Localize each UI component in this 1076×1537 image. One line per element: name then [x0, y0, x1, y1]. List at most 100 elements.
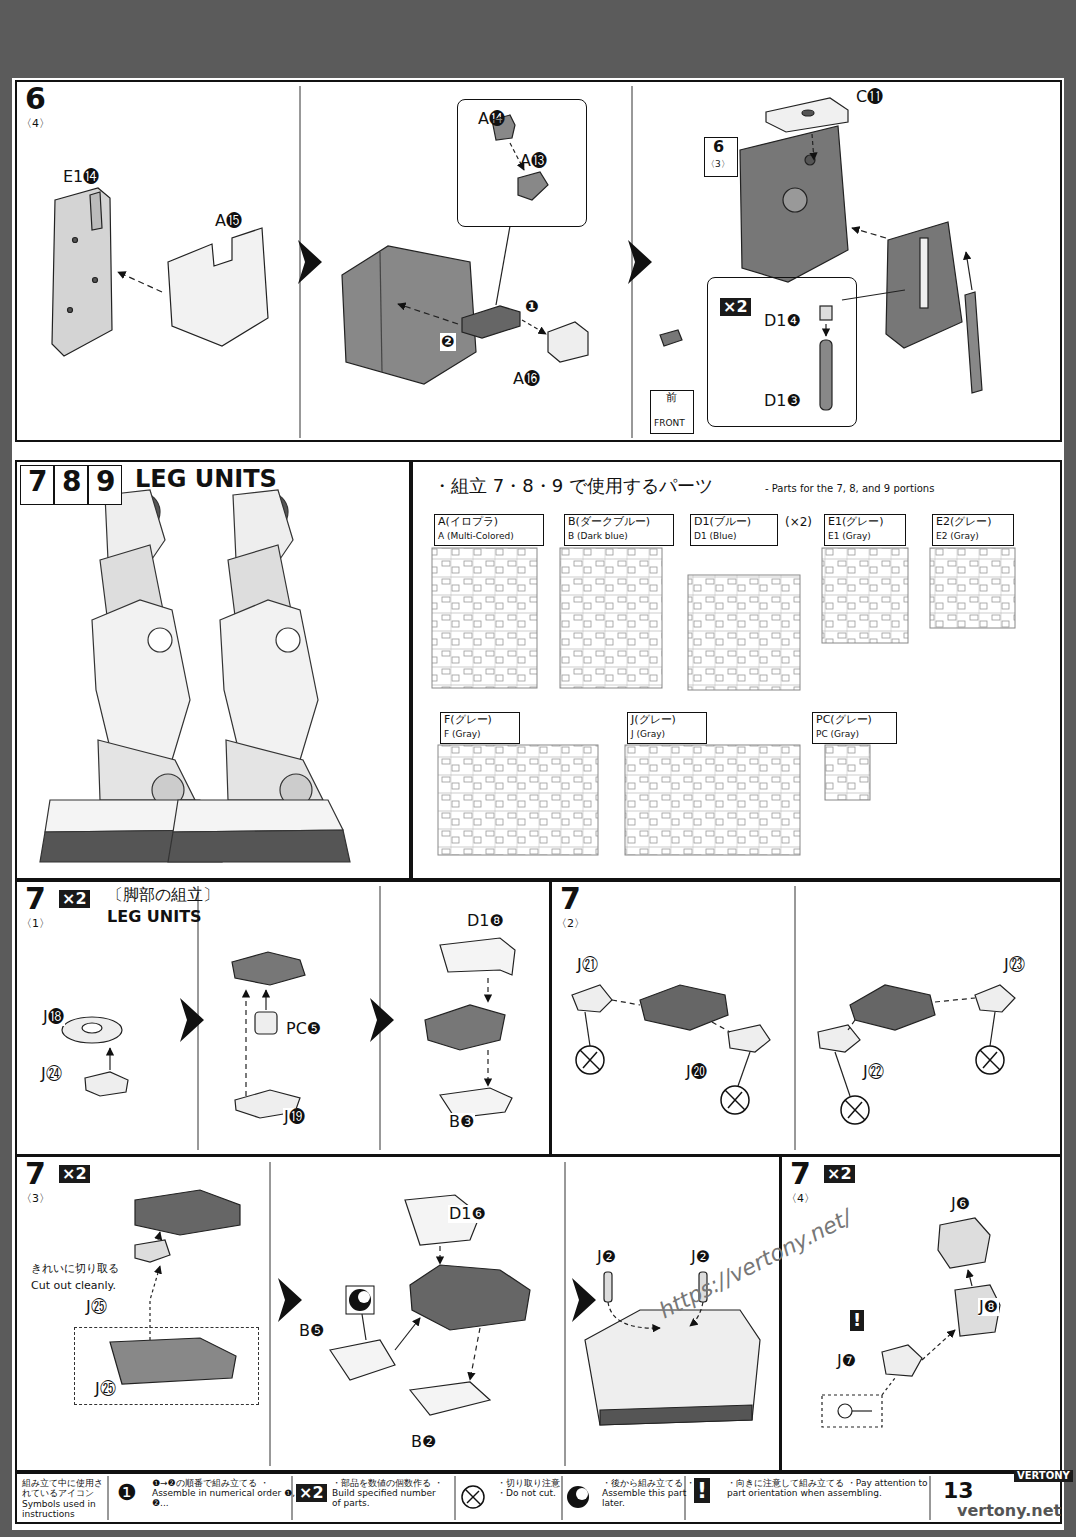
callout-label: ❶	[116, 1480, 138, 1505]
callout-label: ❷	[440, 333, 456, 351]
legend-text: ・部品を数値の個数作る ・Build specified number of p…	[332, 1479, 447, 1509]
front-icon: 前 FRONT	[650, 390, 694, 434]
section-digit: 7	[28, 466, 47, 498]
step-number: ×2	[824, 1165, 855, 1183]
callout-label: !	[850, 1310, 864, 1331]
runner-label: E1(グレー)E1 (Gray)	[824, 514, 906, 546]
callout-label: J⓲	[42, 1008, 65, 1026]
legend-text: ・切り取り注意 ・Do not cut.	[497, 1479, 569, 1499]
step-number: 6	[25, 82, 46, 117]
dividers	[108, 86, 930, 1520]
section-digit: 9	[96, 466, 115, 498]
detail-inset: J㉕	[74, 1327, 259, 1405]
callout-label: PC❺	[285, 1020, 322, 1038]
runner-label: F(グレー) F (Gray)	[440, 712, 520, 744]
callout-label: vertony.net	[956, 1502, 1062, 1520]
step-arrows	[180, 240, 652, 1322]
step-number: 〈2〉	[556, 918, 585, 931]
callout-label: J㉔	[40, 1065, 63, 1083]
part-callout: A⓮	[478, 110, 505, 128]
callout-label: A⓯	[214, 212, 243, 230]
section-panel: LEG UNITS789	[15, 460, 411, 880]
callout-label: A⓰	[512, 370, 541, 388]
runner-name: PC(グレー)	[816, 714, 872, 727]
callout-label: C⓫	[855, 88, 884, 106]
runner-name: A(イロプラ)	[438, 516, 498, 529]
runner-name: F(グレー)	[444, 714, 492, 727]
runners	[432, 548, 1015, 855]
page-ground	[12, 78, 1064, 1530]
runner-name: J (Gray)	[631, 729, 665, 739]
callout-label: D1❽	[466, 912, 505, 930]
runner-label: D1(ブルー)D1 (Blue)	[690, 514, 778, 546]
callout-label: J❼	[836, 1352, 857, 1370]
callout-label: J❷	[690, 1248, 711, 1266]
runner-name: E2 (Gray)	[936, 531, 979, 541]
runner-name: PC (Gray)	[816, 729, 859, 739]
runner-name: A (Multi-Colored)	[438, 531, 514, 541]
runner-name: B(ダークブルー)	[568, 516, 650, 529]
leg-figure	[40, 490, 350, 862]
callout-label: D1❻	[448, 1205, 487, 1223]
step-number: 〈4〉	[786, 1193, 815, 1206]
callout-label: ❶	[524, 298, 540, 316]
callout-label: J㉒	[862, 1063, 885, 1081]
runner-name: J(グレー)	[631, 714, 676, 727]
part-callout: A⓭	[520, 152, 547, 170]
step-panel: 7〈2〉	[550, 880, 1062, 1156]
step-panel: 7〈4〉×2	[780, 1155, 1062, 1472]
callout-label: J㉓	[1003, 956, 1026, 974]
part-callout: J㉕	[95, 1380, 116, 1398]
step7-4-parts	[822, 1218, 1000, 1427]
step-number: 〈4〉	[21, 118, 50, 131]
runner-name: E1(グレー)	[828, 516, 884, 529]
callout-label: J❷	[596, 1248, 617, 1266]
step7-1-parts	[62, 938, 515, 1118]
icon-text: 前	[666, 392, 677, 405]
callout-label: Cut out cleanly.	[30, 1280, 117, 1293]
part-callout: D1❹	[764, 312, 801, 330]
runner-label: E2(グレー)E2 (Gray)	[932, 514, 1014, 546]
runner-label: J(グレー) J (Gray)	[627, 712, 707, 744]
callout-label: E1⓮	[62, 168, 100, 186]
parts-panel: ・組立 7・8・9 で使用するパーツ- Parts for the 7, 8, …	[411, 460, 1062, 880]
callout-label: J⓴	[685, 1063, 708, 1081]
callout-label: J❽	[978, 1298, 999, 1316]
runner-name: F (Gray)	[444, 729, 481, 739]
callout-label: J⓳	[283, 1108, 306, 1126]
callout-label: B❸	[448, 1113, 475, 1131]
multiply-inset: ×2D1❹D1❸	[707, 277, 857, 427]
callout-label: J㉑	[576, 956, 599, 974]
section-number: 9	[88, 465, 122, 505]
callout-label: !	[694, 1478, 710, 1503]
callout-label: ×2	[296, 1484, 327, 1502]
callout-label: J㉕	[85, 1298, 108, 1316]
parts-inset: A⓮ A⓭	[457, 99, 587, 227]
step-number: 〈1〉	[21, 918, 50, 931]
legend-heading: 組み立て中に使用されているアイコン Symbols used in instru…	[22, 1478, 110, 1519]
step-number: 7	[25, 882, 46, 917]
icon-text: FRONT	[654, 418, 685, 428]
callout-label: (×2)	[784, 516, 813, 530]
step-number: 7	[560, 882, 581, 917]
step6-parts	[52, 98, 982, 410]
step-number: ×2	[59, 1165, 90, 1183]
step-ref: 6	[713, 138, 724, 156]
step-ref-tag: 6〈3〉	[704, 137, 738, 177]
legend-text: ・向きに注意して組み立てる ・Pay attention to part ori…	[727, 1479, 939, 1499]
legend-bar: 組み立て中に使用されているアイコン Symbols used in instru…	[15, 1472, 1062, 1524]
runner-label: B(ダークブルー)B (Dark blue)	[564, 514, 674, 546]
runner-label: PC(グレー) PC (Gray)	[812, 712, 897, 744]
callout-label: B❺	[298, 1322, 325, 1340]
cut-icons	[462, 1046, 1004, 1508]
step-number: 7	[25, 1157, 46, 1192]
step-number: LEG UNITS	[107, 908, 202, 926]
section-number: 7	[20, 465, 54, 505]
callout-label: 13	[942, 1478, 975, 1503]
callout-label: VERTONY	[1014, 1470, 1073, 1482]
runner-name: D1 (Blue)	[694, 531, 736, 541]
parts-heading: - Parts for the 7, 8, and 9 portions	[765, 483, 934, 495]
callout-label: きれいに切り取る	[30, 1263, 120, 1276]
